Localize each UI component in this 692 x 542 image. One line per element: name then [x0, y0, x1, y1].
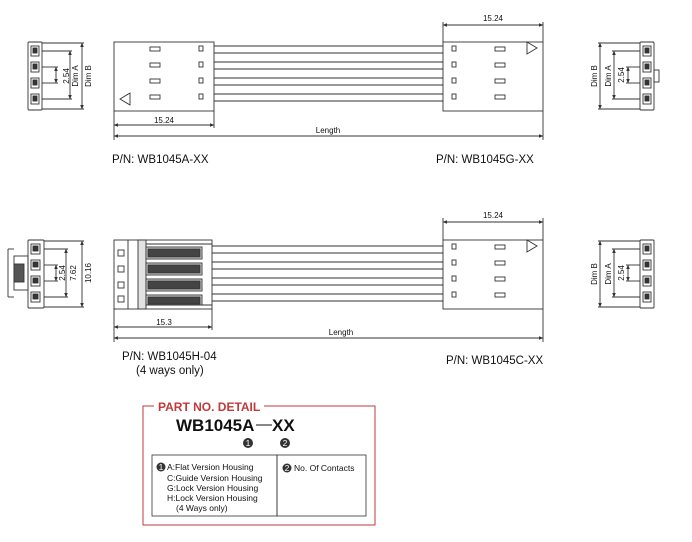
bottom-right-conn-dim: 15.24	[483, 211, 504, 220]
bottom-right-part-number: P/N: WB1045C-XX	[446, 355, 543, 367]
marker-2-label: 2	[283, 438, 288, 448]
top-assembly	[27, 22, 660, 140]
top-length-label: Length	[316, 126, 340, 135]
bottom-left-housing	[113, 239, 213, 310]
top-right-dim-b-label: Dim B	[590, 65, 599, 87]
part-detail-box: PART NO. DETAIL WB1045A XX 1 2 1 A:Flat …	[142, 399, 376, 526]
top-right-conn-dim: 15.24	[483, 14, 504, 23]
top-right-dim-a-label: Dim A	[604, 65, 613, 87]
option-h-note: (4 Ways only)	[176, 503, 228, 513]
options-marker-label: 1	[159, 462, 164, 472]
top-left-conn-dim: 15.24	[154, 116, 175, 125]
top-right-pitch-label: 2.54	[617, 67, 626, 83]
option-h: H:Lock Version Housing	[167, 493, 258, 503]
bottom-left-end-view	[7, 239, 84, 309]
bottom-right-end-view	[598, 239, 655, 309]
bottom-left-pitch-label: 2.54	[58, 265, 67, 281]
top-wires	[214, 45, 443, 102]
bottom-left-part-note: (4 ways only)	[136, 365, 204, 377]
bottom-left-part-number: P/N: WB1045H-04	[122, 351, 217, 363]
option-a: A:Flat Version Housing	[167, 462, 254, 472]
part-number-suffix: XX	[272, 416, 295, 435]
top-left-part-number: P/N: WB1045A-XX	[112, 154, 209, 166]
option-g: G:Lock Version Housing	[167, 483, 258, 493]
top-left-pitch-label: 2.54	[62, 68, 71, 84]
options-marker-circle	[156, 462, 166, 472]
top-right-part-number: P/N: WB1045G-XX	[436, 154, 534, 166]
bottom-left-outer-label: 10.16	[84, 262, 93, 283]
top-right-end-view	[598, 41, 660, 111]
bottom-right-dim-b-label: Dim B	[590, 263, 599, 285]
top-right-housing	[442, 41, 544, 112]
part-number-main: WB1045A	[176, 416, 254, 435]
part-detail-title: PART NO. DETAIL	[158, 400, 260, 414]
bottom-left-conn-dim: 15.3	[156, 318, 172, 327]
contacts-label: No. Of Contacts	[294, 463, 354, 473]
bottom-right-housing	[442, 239, 544, 310]
option-c: C:Guide Version Housing	[167, 473, 263, 483]
contacts-marker-circle	[282, 463, 292, 473]
top-left-dim-a-label: Dim A	[71, 65, 80, 87]
bottom-right-pitch-label: 2.54	[617, 265, 626, 281]
marker-1-circle	[243, 438, 253, 448]
top-left-dim-b-label: Dim B	[84, 65, 93, 87]
top-left-housing	[113, 41, 215, 112]
marker-1-label: 1	[246, 438, 251, 448]
bottom-left-mid-label: 7.62	[69, 265, 78, 281]
bottom-length-label: Length	[329, 328, 353, 337]
marker-2-circle	[280, 438, 290, 448]
bottom-assembly	[7, 218, 655, 342]
top-left-end-view	[27, 41, 84, 111]
bottom-right-dim-a-label: Dim A	[604, 263, 613, 285]
contacts-marker-label: 2	[285, 463, 290, 473]
bottom-wires	[212, 245, 443, 302]
